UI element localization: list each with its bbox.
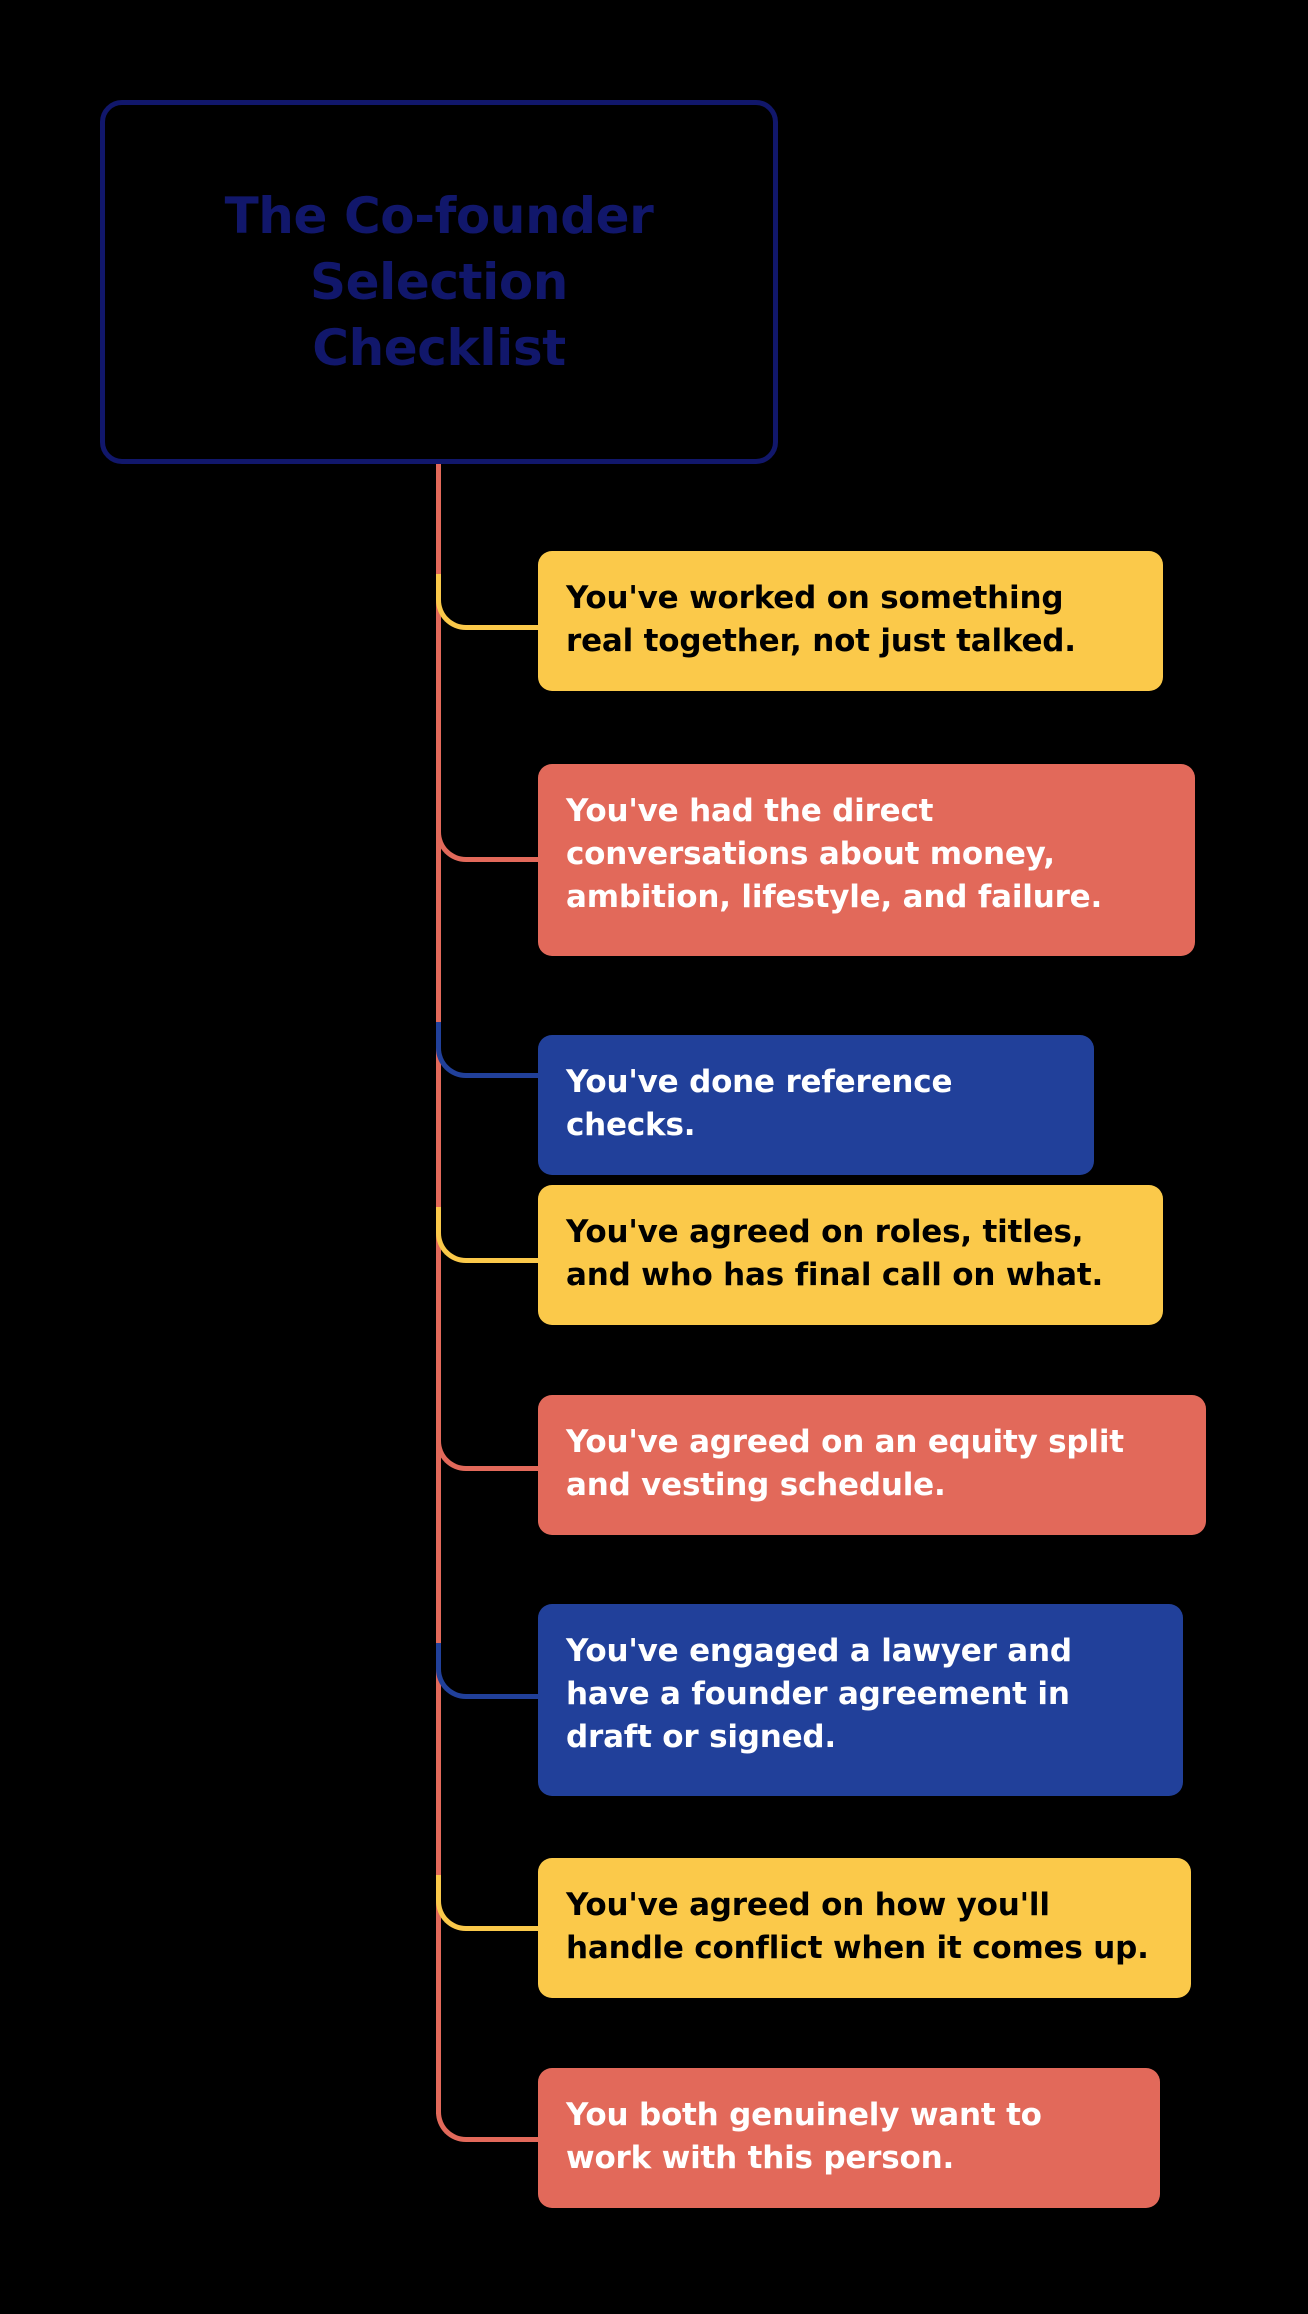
trunk-connector-line bbox=[436, 464, 441, 2114]
branch-connector-2 bbox=[436, 806, 536, 862]
checklist-item-card-6[interactable]: You've engaged a lawyer and have a found… bbox=[538, 1604, 1183, 1796]
branch-connector-1 bbox=[436, 574, 536, 630]
branch-connector-4 bbox=[436, 1207, 536, 1263]
checklist-item-label-3: You've done reference checks. bbox=[566, 1064, 953, 1143]
branch-connector-8 bbox=[436, 2086, 536, 2142]
checklist-item-card-8[interactable]: You both genuinely want to work with thi… bbox=[538, 2068, 1160, 2208]
checklist-item-label-4: You've agreed on roles, titles, and who … bbox=[566, 1214, 1104, 1293]
checklist-item-label-7: You've agreed on how you'll handle confl… bbox=[566, 1887, 1149, 1966]
checklist-item-label-2: You've had the direct conversations abou… bbox=[566, 793, 1103, 915]
root-node-checklist-title[interactable]: The Co-founder Selection Checklist bbox=[100, 100, 778, 464]
branch-connector-3 bbox=[436, 1022, 536, 1078]
checklist-item-card-5[interactable]: You've agreed on an equity split and ves… bbox=[538, 1395, 1206, 1535]
checklist-item-card-7[interactable]: You've agreed on how you'll handle confl… bbox=[538, 1858, 1191, 1998]
checklist-item-label-5: You've agreed on an equity split and ves… bbox=[566, 1424, 1124, 1503]
branch-connector-6 bbox=[436, 1643, 536, 1699]
checklist-item-card-4[interactable]: You've agreed on roles, titles, and who … bbox=[538, 1185, 1163, 1325]
branch-connector-7 bbox=[436, 1875, 536, 1931]
branch-connector-5 bbox=[436, 1415, 536, 1471]
checklist-item-label-6: You've engaged a lawyer and have a found… bbox=[566, 1633, 1072, 1755]
checklist-item-card-3[interactable]: You've done reference checks. bbox=[538, 1035, 1094, 1175]
checklist-item-label-8: You both genuinely want to work with thi… bbox=[566, 2097, 1042, 2176]
checklist-item-label-1: You've worked on something real together… bbox=[566, 580, 1076, 659]
checklist-item-card-1[interactable]: You've worked on something real together… bbox=[538, 551, 1163, 691]
page-title: The Co-founder Selection Checklist bbox=[224, 187, 654, 377]
checklist-item-card-2[interactable]: You've had the direct conversations abou… bbox=[538, 764, 1195, 956]
